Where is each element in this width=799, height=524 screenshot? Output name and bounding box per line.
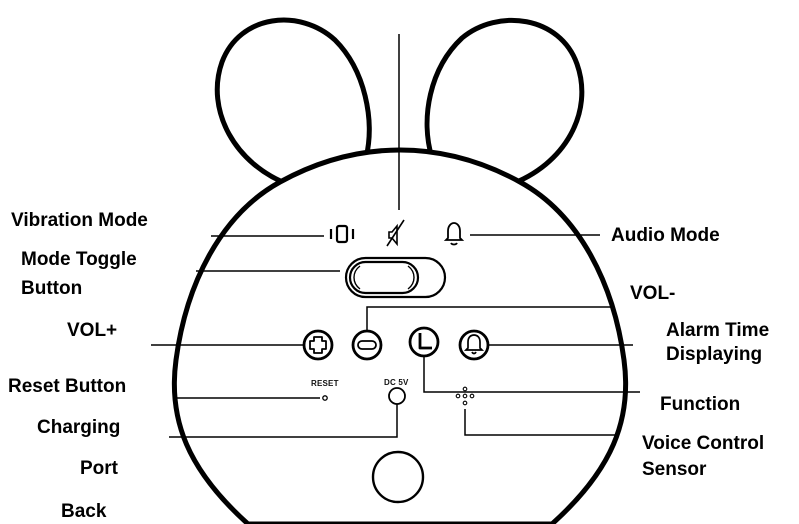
label-vol-plus: VOL+ xyxy=(67,320,118,341)
charging-port[interactable] xyxy=(388,387,406,405)
label-mode-toggle-2: Button xyxy=(21,278,83,299)
vibration-icon xyxy=(329,224,355,244)
left-ear xyxy=(214,17,372,188)
device-body xyxy=(171,147,629,524)
label-function: Function xyxy=(660,394,741,415)
plus-icon xyxy=(309,336,327,354)
reset-hole[interactable] xyxy=(322,395,328,401)
label-audio-mode: Audio Mode xyxy=(611,225,720,246)
label-voice-1: Voice Control xyxy=(642,433,765,454)
vol-minus-button[interactable] xyxy=(351,329,383,361)
label-back: Back xyxy=(61,501,107,522)
label-mode-toggle-1: Mode Toggle xyxy=(21,249,137,270)
mode-toggle-switch[interactable] xyxy=(344,256,447,299)
vol-plus-button[interactable] xyxy=(302,329,334,361)
label-voice-2: Sensor xyxy=(642,459,707,480)
label-charging: Charging xyxy=(37,417,121,438)
alarm-bell-icon xyxy=(463,334,485,355)
minus-icon xyxy=(357,340,377,350)
right-ear xyxy=(424,17,585,188)
label-alarm-2: Displaying xyxy=(666,344,763,365)
mute-icon xyxy=(386,219,405,247)
dc5v-text: DC 5V xyxy=(384,378,409,387)
reset-text: RESET xyxy=(311,379,339,388)
label-reset-button: Reset Button xyxy=(8,376,127,397)
label-alarm-1: Alarm Time xyxy=(666,320,770,341)
alarm-time-button[interactable] xyxy=(458,329,490,361)
label-vibration-mode: Vibration Mode xyxy=(11,210,148,231)
label-vol-minus: VOL- xyxy=(630,283,676,304)
bell-icon xyxy=(443,222,465,246)
label-port: Port xyxy=(80,458,118,479)
voice-control-sensor xyxy=(455,386,475,406)
function-button[interactable] xyxy=(408,326,440,358)
leader-lines xyxy=(151,34,640,438)
back-button[interactable] xyxy=(371,450,425,504)
clock-icon xyxy=(418,333,432,350)
